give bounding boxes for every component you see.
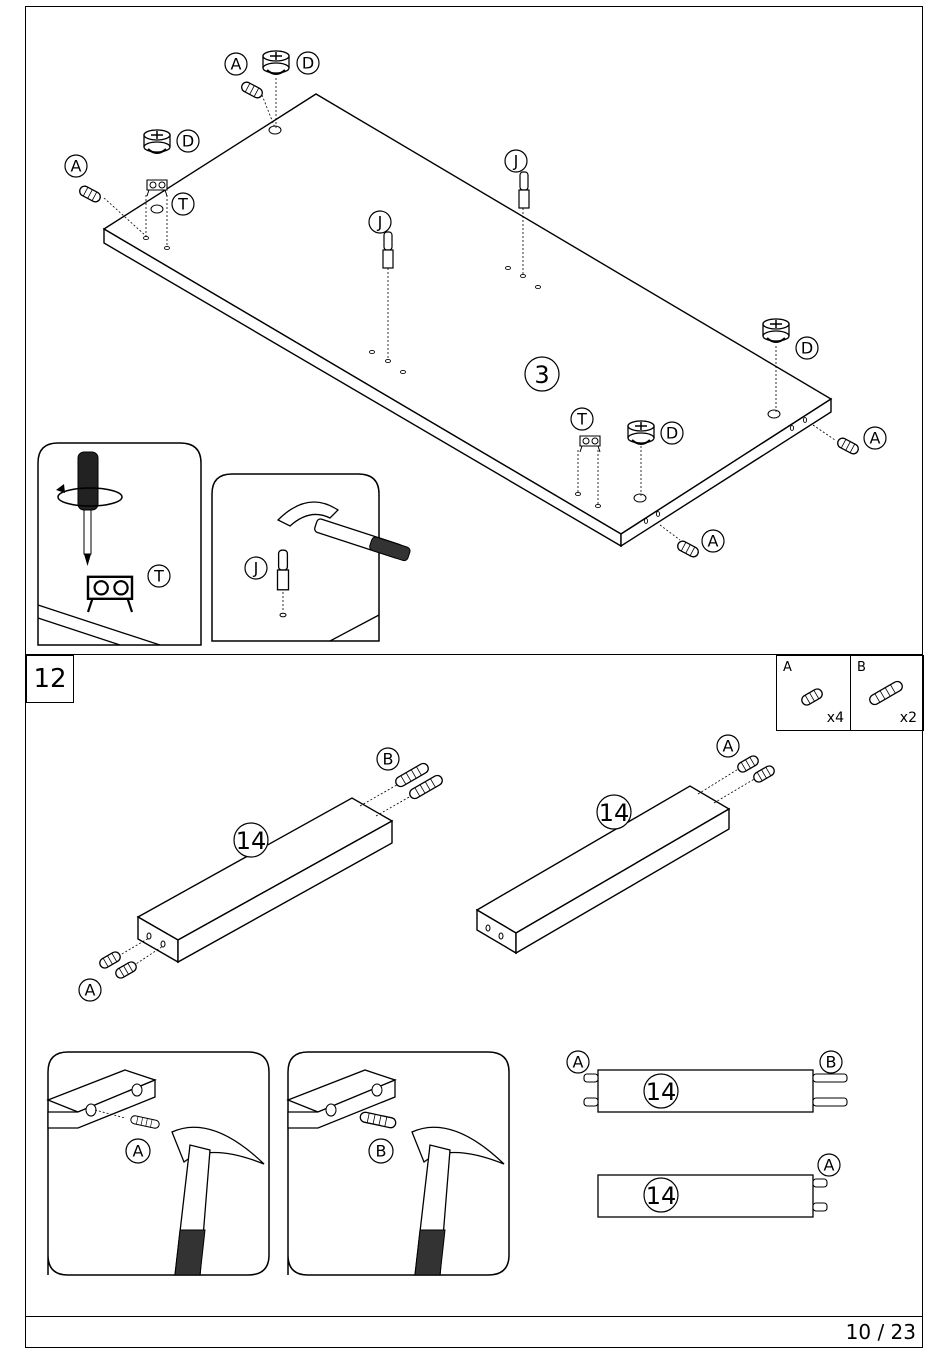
parts-list: A x4 B x2 <box>776 655 924 731</box>
callout-a: A <box>71 157 82 176</box>
callout-a: A <box>85 981 96 1000</box>
callout-d: D <box>666 424 678 443</box>
callout-a: A <box>824 1156 835 1175</box>
callout-t: T <box>576 410 587 429</box>
callout-j: J <box>513 152 519 171</box>
part-a: A x4 <box>777 656 850 730</box>
panel-14-label: 14 <box>599 799 630 827</box>
panel-3-label: 3 <box>534 361 549 389</box>
callout-b: B <box>376 1142 387 1161</box>
part-quantity: x4 <box>827 710 844 726</box>
callout-a: A <box>231 55 242 74</box>
callout-t: T <box>153 567 164 586</box>
panel-14-label: 14 <box>646 1182 677 1210</box>
callout-a: A <box>870 429 881 448</box>
step-number: 12 <box>26 655 74 703</box>
callout-a: A <box>708 532 719 551</box>
part-letter: A <box>783 660 792 675</box>
callout-a: A <box>723 737 734 756</box>
callout-d: D <box>302 54 314 73</box>
part-b: B x2 <box>850 656 923 730</box>
callout-b: B <box>826 1053 837 1072</box>
callout-b: B <box>383 750 394 769</box>
callout-j: J <box>253 559 259 578</box>
part-quantity: x2 <box>900 710 917 726</box>
part-letter: B <box>857 660 866 675</box>
panel-14-label: 14 <box>646 1078 677 1106</box>
callout-a: A <box>573 1053 584 1072</box>
page-number: 10 / 23 <box>846 1320 916 1344</box>
callout-d: D <box>182 132 194 151</box>
panel-14-label: 14 <box>236 827 267 855</box>
callout-a: A <box>133 1142 144 1161</box>
callout-t: T <box>177 195 188 214</box>
callout-j: J <box>377 213 383 232</box>
callout-d: D <box>801 339 813 358</box>
